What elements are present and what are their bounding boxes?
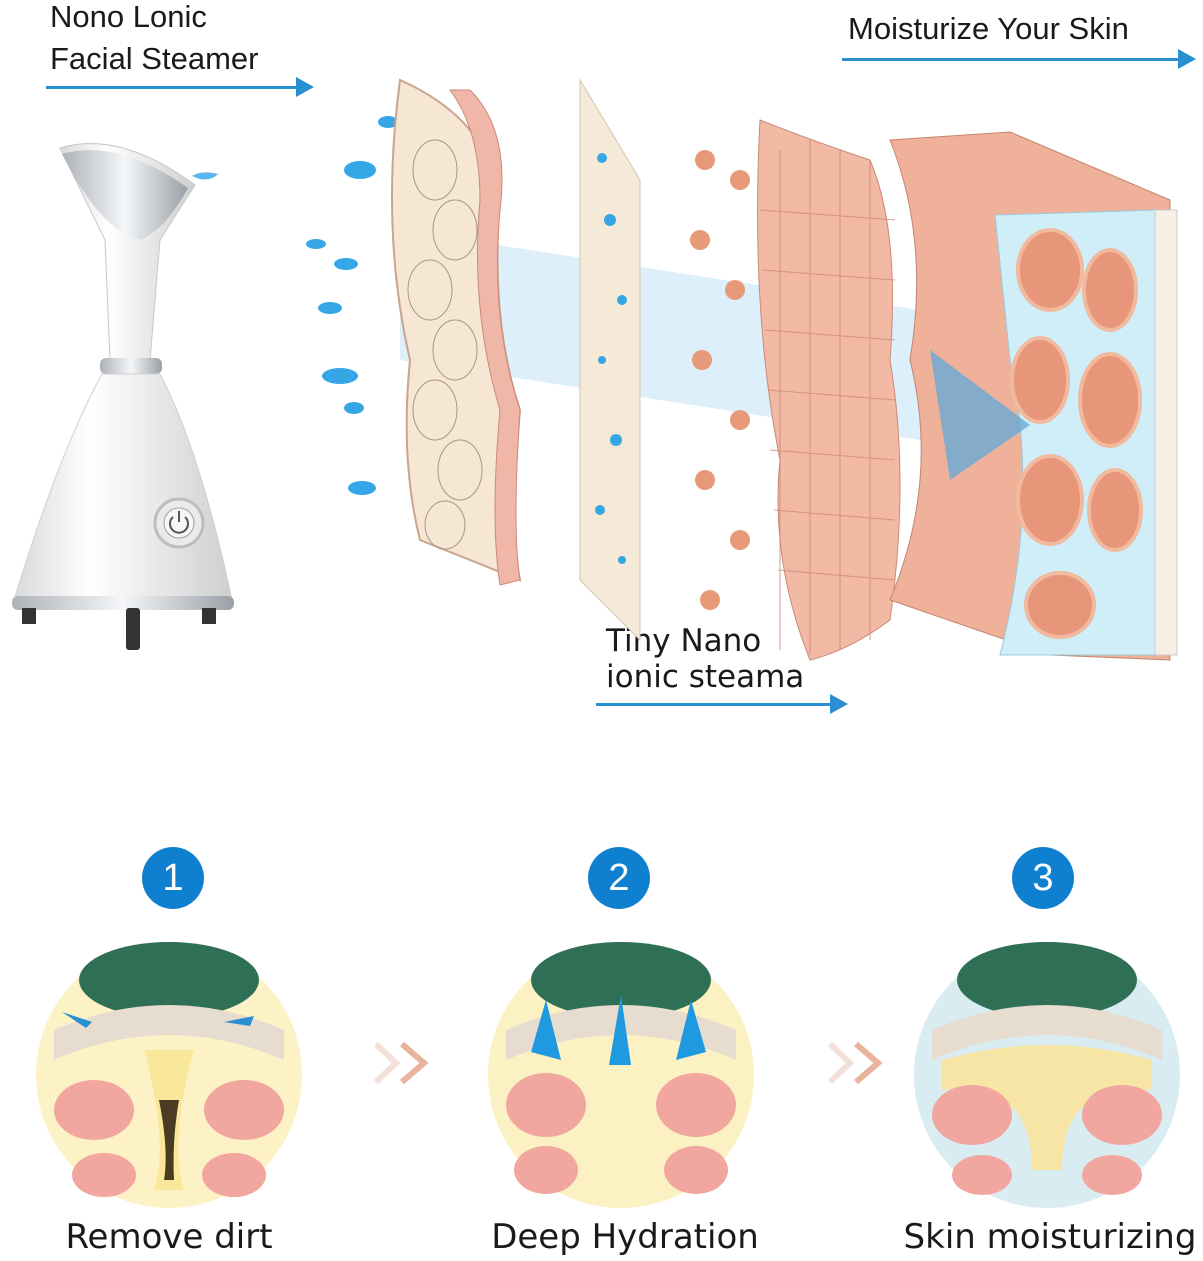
- nano-arrow: [596, 694, 848, 714]
- facial-steamer-illustration: [12, 143, 234, 650]
- step-1-badge: 1: [142, 847, 204, 909]
- moisturize-arrow: [842, 49, 1196, 69]
- moisturize-label: Moisturize Your Skin: [848, 11, 1129, 46]
- step-3-label: Skin moisturizing: [903, 1217, 1197, 1257]
- power-icon[interactable]: [163, 507, 195, 539]
- device-arrow: [46, 77, 314, 97]
- step-2-badge: 2: [588, 847, 650, 909]
- step-1-label: Remove dirt: [65, 1217, 273, 1257]
- chevron-right-icon: [827, 1041, 883, 1085]
- step-3-illustration: [914, 942, 1180, 1208]
- skin-layers-illustration: [306, 78, 1178, 661]
- chevron-right-icon: [373, 1041, 429, 1085]
- step-2-label: Deep Hydration: [491, 1217, 759, 1257]
- step-2-illustration: [488, 942, 754, 1208]
- step-3-badge: 3: [1012, 847, 1074, 909]
- step-1-illustration: [36, 942, 302, 1208]
- nano-label-line2: ionic steama: [606, 659, 805, 695]
- device-title-line1: Nono Lonic: [50, 0, 207, 34]
- device-title-line2: Facial Steamer: [50, 41, 259, 76]
